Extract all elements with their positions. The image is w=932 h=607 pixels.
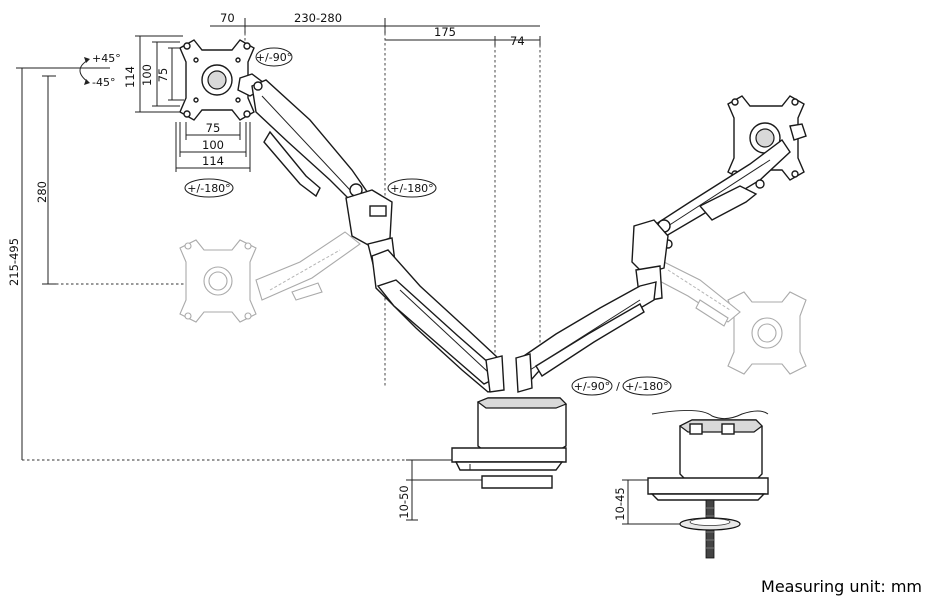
dim-vesa-w-100: 100 — [202, 138, 224, 152]
rot-tilt-up: +45° — [92, 52, 121, 65]
rot-swivel-right: +/-180° — [625, 380, 668, 393]
rot-tilt-down: -45° — [92, 76, 115, 89]
mount-base — [451, 397, 568, 489]
dim-vesa-h-100: 100 — [140, 64, 154, 86]
dim-height-280: 280 — [35, 181, 49, 203]
dim-top-74: 74 — [510, 34, 525, 48]
right-lower-arm — [515, 265, 663, 393]
rot-swivel-head: +/-180° — [187, 182, 230, 195]
ghost-left-monitor-plate — [179, 231, 361, 323]
dim-clamp-10-50: 10-50 — [397, 485, 411, 518]
clamp-dimension-lines — [406, 459, 482, 521]
left-upper-arm — [237, 73, 393, 247]
left-vesa-plate — [179, 39, 255, 121]
swivel-elbow-badge — [387, 178, 437, 198]
ghost-right-monitor-plate — [649, 259, 807, 375]
swivel-right-badge — [622, 376, 672, 396]
height-dimension-lines — [16, 67, 455, 461]
dim-vesa-w-114: 114 — [202, 154, 224, 168]
dim-vesa-h-114: 114 — [123, 66, 137, 88]
rot-rotate-90-right: +/-90° — [574, 380, 610, 393]
tilt-arrow-icon — [79, 57, 90, 85]
dim-grommet-10-45: 10-45 — [613, 487, 627, 520]
slash-separator: / — [616, 380, 620, 393]
vesa-dimension-lines — [135, 35, 251, 172]
rot-rotate-90: +/-90° — [256, 51, 292, 64]
grommet-inset — [647, 410, 769, 559]
rot-swivel-elbow: +/-180° — [390, 182, 433, 195]
dim-vesa-h-75: 75 — [156, 68, 170, 83]
grommet-dimension-lines — [622, 479, 680, 525]
measuring-unit-label: Measuring unit: mm — [761, 577, 922, 596]
right-upper-arm — [631, 138, 791, 275]
swivel-head-badge — [184, 178, 234, 198]
left-lower-arm — [367, 237, 505, 393]
dim-vesa-w-75: 75 — [206, 121, 221, 135]
right-vesa-plate — [727, 95, 807, 181]
dim-top-70: 70 — [220, 11, 235, 25]
dim-top-230-280: 230-280 — [294, 11, 342, 25]
rotate-90-right-badge — [571, 376, 613, 396]
dim-top-175: 175 — [434, 25, 456, 39]
dim-height-215-495: 215-495 — [7, 238, 21, 286]
rotate-90-badge — [255, 47, 293, 67]
